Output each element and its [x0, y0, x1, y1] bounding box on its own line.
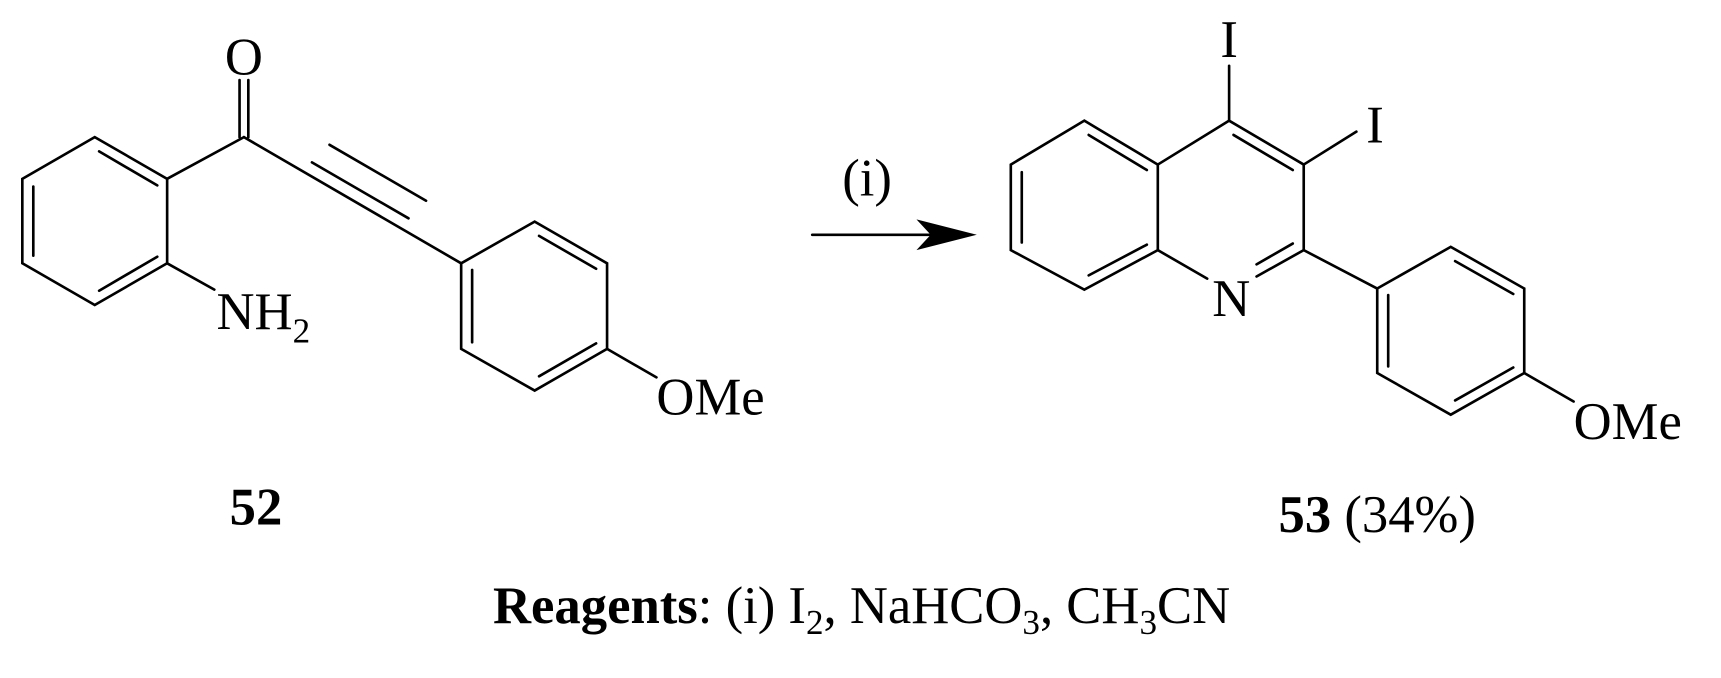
- benzene-ring-b: [459, 220, 609, 393]
- iodo-c4-label: I: [1220, 11, 1238, 69]
- oxygen-atom-label: O: [225, 29, 263, 87]
- iodo-c3-label: I: [1366, 97, 1384, 155]
- reaction-arrow: [810, 219, 977, 251]
- benzo-double-bonds: [1020, 133, 1149, 277]
- nitrogen-atom-label: N: [1212, 270, 1250, 328]
- reactant-compound-number: 52: [230, 478, 283, 536]
- benzene-ring-a: [21, 135, 169, 307]
- pyridine-ring: [1156, 119, 1306, 280]
- amine-label: NH2: [217, 283, 311, 350]
- product-caption: 53 (34%): [1279, 486, 1476, 544]
- product-53-structure: N I I OMe: [1009, 11, 1682, 451]
- c3-iodo-bond: [1302, 130, 1358, 166]
- product-compound-number: 53: [1279, 486, 1332, 544]
- methoxy-label: OMe: [1574, 393, 1682, 451]
- methoxyphenyl-double-bonds: [1386, 259, 1515, 402]
- benzo-ring: [1009, 119, 1160, 292]
- methoxy-label: OMe: [656, 369, 764, 427]
- c2-aryl-bond: [1302, 248, 1379, 290]
- reagents-line: Reagents: (i) I2, NaHCO3, CH3CN: [493, 577, 1230, 642]
- aryl-carbonyl-bond: [165, 135, 246, 181]
- reactant-52-structure: O NH2 OMe: [21, 29, 765, 427]
- methoxy-bond: [1522, 371, 1575, 403]
- product-yield: (34%): [1344, 486, 1476, 544]
- methoxyphenyl-ring: [1375, 245, 1526, 417]
- alkyne-triple-bond: [242, 135, 463, 265]
- ring-a-double-bonds: [31, 150, 159, 293]
- methoxy-bond: [605, 347, 658, 379]
- ring-b-double-bonds: [470, 234, 598, 378]
- arrow-condition-label: (i): [842, 149, 892, 207]
- amine-bond: [165, 261, 216, 291]
- arrowhead-icon: [916, 219, 977, 251]
